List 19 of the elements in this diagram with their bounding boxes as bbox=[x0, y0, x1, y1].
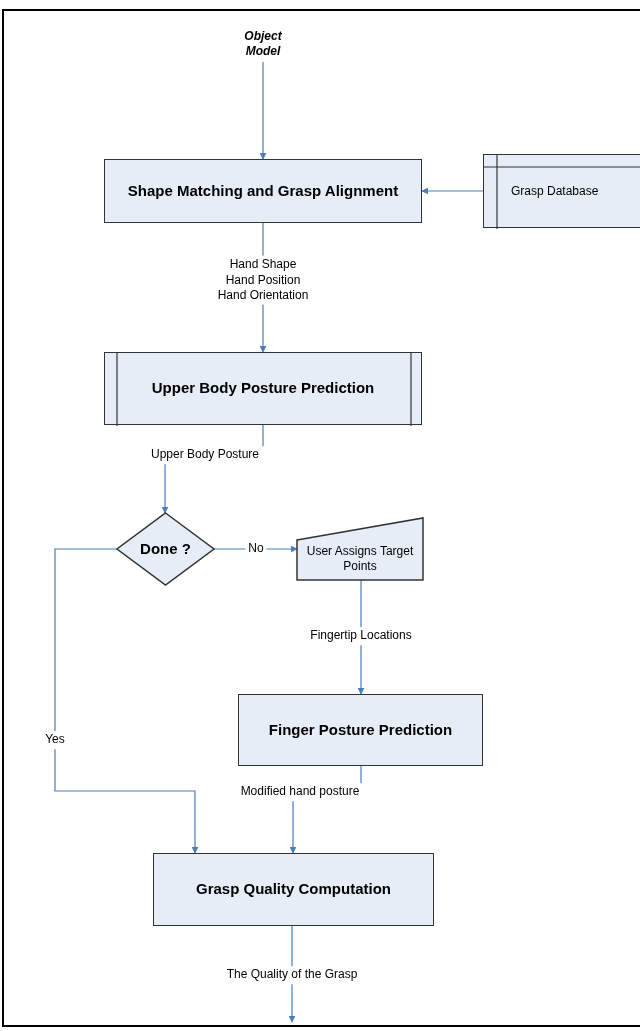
node-text: Grasp Database bbox=[511, 183, 599, 199]
process-box bbox=[238, 694, 483, 766]
node-text: Grasp Quality Computation bbox=[196, 880, 391, 899]
decision-diamond bbox=[117, 513, 214, 585]
node-text: Upper Body Posture Prediction bbox=[151, 379, 375, 398]
node-text: Object Model bbox=[243, 29, 283, 59]
arrow bbox=[421, 187, 484, 195]
arrow bbox=[259, 61, 267, 160]
data-store-box bbox=[483, 154, 640, 228]
process-box bbox=[104, 159, 422, 223]
node-text: Shape Matching and Grasp Alignment bbox=[127, 181, 399, 201]
node-text: Finger Posture Prediction bbox=[268, 720, 453, 740]
node-text: User Assigns Target Points bbox=[305, 544, 415, 574]
process-box bbox=[153, 853, 434, 926]
manual-input-box bbox=[297, 518, 423, 580]
arrow bbox=[54, 548, 199, 854]
node-text: Done ? bbox=[140, 539, 191, 559]
edge-label: Yes bbox=[42, 731, 68, 749]
predefined-process-box bbox=[104, 352, 422, 425]
